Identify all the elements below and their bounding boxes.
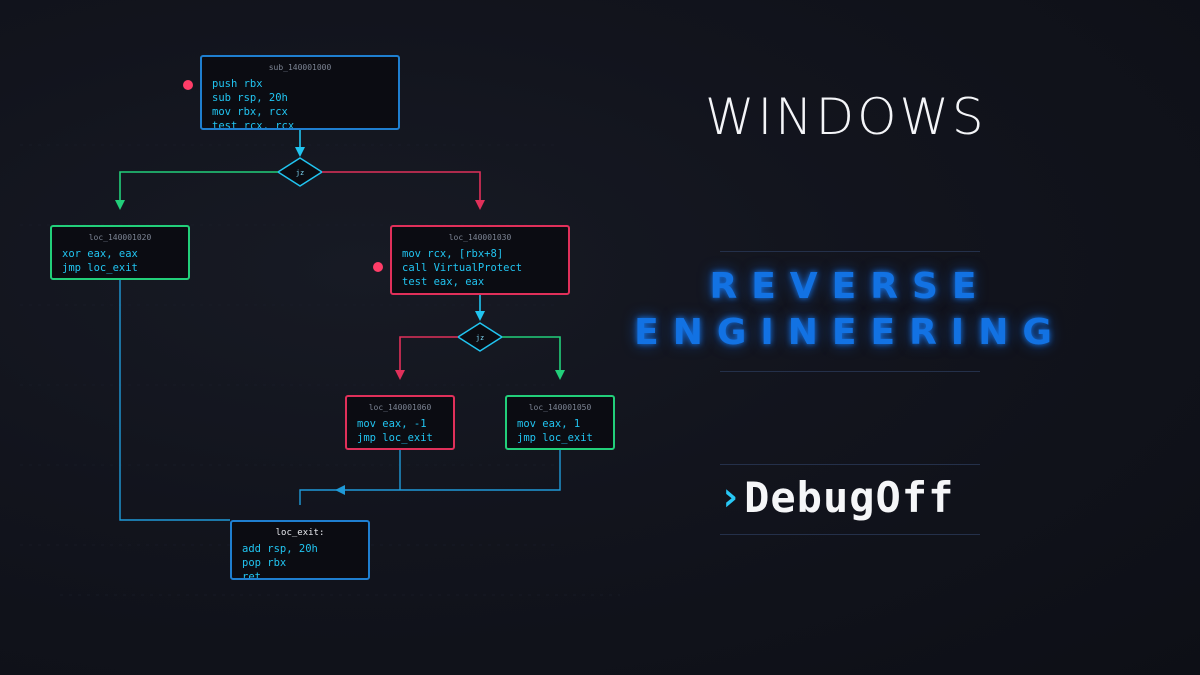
- code-block-1020[interactable]: loc_140001020 xor eax, eax jmp loc_exit: [50, 225, 190, 280]
- edge-decision-1-true: [115, 171, 278, 210]
- edge-decision-1-false: [322, 171, 485, 210]
- breakpoint-dot-entry[interactable]: [183, 80, 193, 90]
- code-block-entry[interactable]: sub_140001000 push rbx sub rsp, 20h mov …: [200, 55, 400, 130]
- block-title: loc_140001020: [88, 233, 152, 242]
- decision-diamond-2: [456, 322, 504, 352]
- code-block-1030[interactable]: loc_140001030 mov rcx, [rbx+8] call Virt…: [390, 225, 570, 295]
- divider-top: [720, 251, 980, 252]
- brand-divider-bottom: [720, 534, 980, 535]
- brand-name: DebugOff: [744, 472, 955, 522]
- block-code: add rsp, 20h pop rbx ret: [242, 543, 318, 580]
- edge-decision-2-left: [395, 336, 458, 380]
- brand-divider-top: [720, 464, 980, 465]
- block-title: loc_exit:: [275, 528, 325, 538]
- decision-diamond-1: [276, 157, 324, 187]
- breakpoint-dot-1030[interactable]: [373, 262, 383, 272]
- block-code: mov eax, -1 jmp loc_exit: [357, 418, 433, 444]
- windows-title: WINDOWS: [705, 88, 987, 146]
- decision-label-2: jz: [476, 334, 484, 342]
- block-code: mov rcx, [rbx+8] call VirtualProtect tes…: [402, 248, 523, 288]
- block-code: xor eax, eax jmp loc_exit: [62, 248, 138, 274]
- divider-bottom: [720, 371, 980, 372]
- block-title: loc_140001030: [448, 233, 512, 242]
- banner-line-reverse: REVERSE: [709, 266, 991, 307]
- banner-line-engineering: ENGINEERING: [634, 312, 1066, 353]
- code-block-1050[interactable]: loc_140001050 mov eax, 1 jmp loc_exit: [505, 395, 615, 450]
- code-block-1060[interactable]: loc_140001060 mov eax, -1 jmp loc_exit: [345, 395, 455, 450]
- brand-logo: › DebugOff: [718, 470, 954, 524]
- edge-merge-stub: [299, 489, 340, 505]
- block-title: loc_140001050: [528, 403, 592, 412]
- block-code: push rbx sub rsp, 20h mov rbx, rcx test …: [212, 78, 295, 130]
- block-code: mov eax, 1 jmp loc_exit: [517, 418, 593, 444]
- edge-decision-2-right: [502, 336, 565, 380]
- edge-1020-to-exit: [119, 280, 230, 521]
- edge-1050-to-merge: [335, 450, 561, 495]
- decision-label-1: jz: [296, 169, 304, 177]
- prompt-chevron-icon: ›: [718, 474, 743, 520]
- block-title: loc_140001060: [368, 403, 432, 412]
- block-title: sub_140001000: [268, 63, 332, 72]
- code-block-exit[interactable]: loc_exit: add rsp, 20h pop rbx ret: [230, 520, 370, 580]
